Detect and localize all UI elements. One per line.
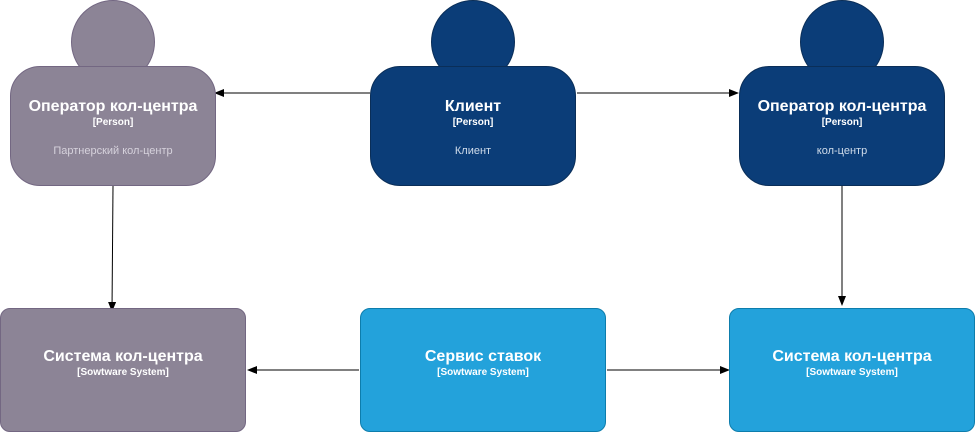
person-title: Клиент [444,98,502,115]
person-description: кол-центр [816,145,868,157]
person-type-label: [Person] [92,117,134,128]
person-title: Оператор кол-центра [757,98,927,115]
system-title: Система кол-центра [43,348,203,365]
person-type-label: [Person] [821,117,863,128]
person-body-shape: Оператор кол-центра [Person] Партнерский… [10,66,216,186]
person-type-label: [Person] [452,117,494,128]
system-title: Сервис ставок [424,348,542,365]
person-call-center-operator[interactable]: Оператор кол-центра [Person] кол-центр [739,0,945,186]
system-type-label: [Sowtware System] [77,367,169,378]
person-client[interactable]: Клиент [Person] Клиент [370,0,576,186]
system-bets-service[interactable]: Сервис ставок [Sowtware System] [360,308,606,432]
person-body-shape: Оператор кол-центра [Person] кол-центр [739,66,945,186]
system-type-label: [Sowtware System] [806,367,898,378]
person-body-shape: Клиент [Person] Клиент [370,66,576,186]
person-description: Партнерский кол-центр [53,145,173,157]
system-type-label: [Sowtware System] [437,367,529,378]
person-partner-call-center-operator[interactable]: Оператор кол-центра [Person] Партнерский… [10,0,216,186]
connector-partner-operator-to-partner-system [108,185,117,312]
system-call-center[interactable]: Система кол-центра [Sowtware System] [729,308,975,432]
system-partner-call-center[interactable]: Система кол-центра [Sowtware System] [0,308,246,432]
person-description: Клиент [454,145,492,157]
person-title: Оператор кол-центра [28,98,198,115]
system-title: Система кол-центра [772,348,932,365]
